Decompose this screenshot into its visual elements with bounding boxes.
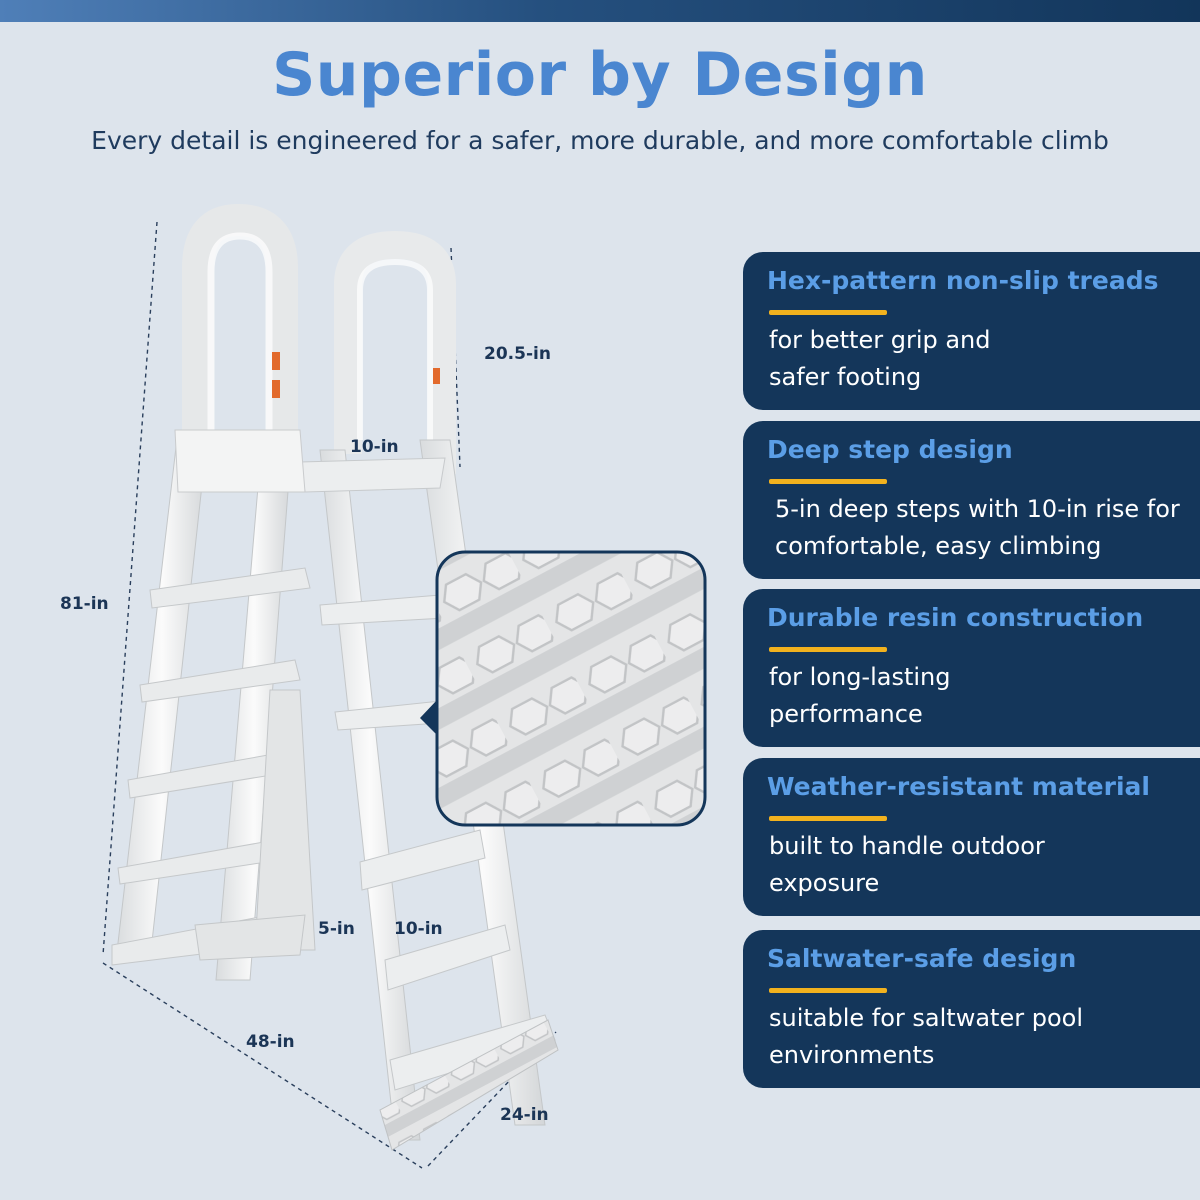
accent-bar [769,988,887,993]
accent-bar [769,647,887,652]
feature-title: Durable resin construction [767,603,1144,632]
feature-title: Hex-pattern non-slip treads [767,266,1159,295]
accent-bar [769,310,887,315]
dim-base-width: 24-in [500,1105,549,1125]
center-brace [194,689,316,961]
feature-title: Weather-resistant material [767,772,1150,801]
dim-step-depth: 5-in [318,919,355,939]
dim-base-length: 48-in [246,1032,295,1052]
dim-top-step-rise: 10-in [350,437,399,457]
feature-title: Deep step design [767,435,1013,464]
feature-card-deep-step: Deep step design 5-in deep steps with 10… [743,421,1200,579]
page-title: Superior by Design [272,40,928,110]
top-platform [299,457,446,493]
dim-total-height: 81-in [60,594,109,614]
feature-card-resin: Durable resin construction for long-last… [743,589,1200,747]
feature-card-saltwater: Saltwater-safe design suitable for saltw… [743,930,1200,1088]
feature-description: 5-in deep steps with 10-in rise for comf… [775,495,1180,560]
accent-bar [769,816,887,821]
feature-description: suitable for saltwater pool environments [769,1004,1083,1069]
front-handrail [182,203,440,466]
rear-handrail [334,230,456,474]
feature-card-treads: Hex-pattern non-slip treads for better g… [743,252,1200,410]
feature-card-weather: Weather-resistant material built to hand… [743,758,1200,916]
feature-description: built to handle outdoor exposure [769,832,1045,897]
dim-handrail-height: 20.5-in [484,344,551,364]
page-subtitle: Every detail is engineered for a safer, … [91,126,1109,155]
feature-title: Saltwater-safe design [767,944,1077,973]
tread-zoom-callout [420,550,707,827]
bottom-hex-tread [379,1019,559,1151]
feature-description: for better grip and safer footing [769,326,991,391]
dim-step-rise: 10-in [394,919,443,939]
accent-bar [769,479,887,484]
top-gradient-bar [0,0,1200,22]
feature-description: for long-lasting performance [769,663,951,728]
